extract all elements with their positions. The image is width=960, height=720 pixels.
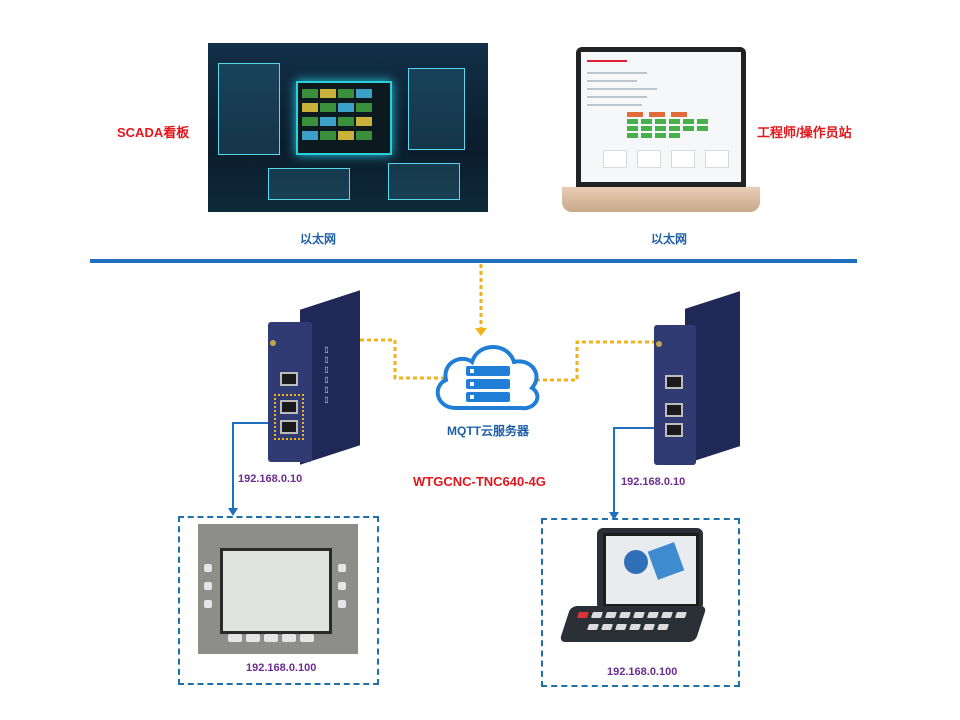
- ethernet-label-left: 以太网: [300, 232, 337, 246]
- left-gateway-ip: 192.168.0.10: [238, 473, 303, 485]
- left-cnc-ip: 192.168.0.100: [246, 662, 317, 674]
- right-gateway-device: [654, 325, 696, 465]
- left-cnc-photo: [198, 524, 358, 654]
- scada-main-panel: [296, 81, 392, 155]
- right-cnc-box: 192.168.0.100: [541, 518, 740, 687]
- right-cnc-panel: [597, 528, 703, 610]
- laptop-icon: [576, 47, 746, 187]
- cloud-label: MQTT云服务器: [447, 424, 529, 438]
- left-gateway-device: [268, 322, 312, 462]
- left-cnc-box: 192.168.0.100: [178, 516, 379, 685]
- laptop-base: [562, 187, 760, 212]
- cloud-server-icon: [435, 345, 540, 411]
- right-cnc-screen: [603, 533, 699, 607]
- scada-dashboard-image: [208, 43, 488, 212]
- left-gateway-printing: ▯▯▯▯▯▯: [322, 345, 331, 405]
- ethernet-bus: [90, 259, 857, 263]
- model-label: WTGCNC-TNC640-4G: [413, 474, 546, 489]
- left-cnc-screen: [220, 548, 332, 634]
- right-cnc-keyboard: [559, 606, 707, 642]
- right-gateway-ip: 192.168.0.10: [621, 476, 686, 488]
- station-label: 工程师/操作员站: [757, 125, 852, 140]
- laptop-display: [581, 52, 741, 182]
- right-cnc-ip: 192.168.0.100: [607, 666, 678, 678]
- ethernet-label-right: 以太网: [651, 232, 688, 246]
- scada-label: SCADA看板: [117, 125, 190, 140]
